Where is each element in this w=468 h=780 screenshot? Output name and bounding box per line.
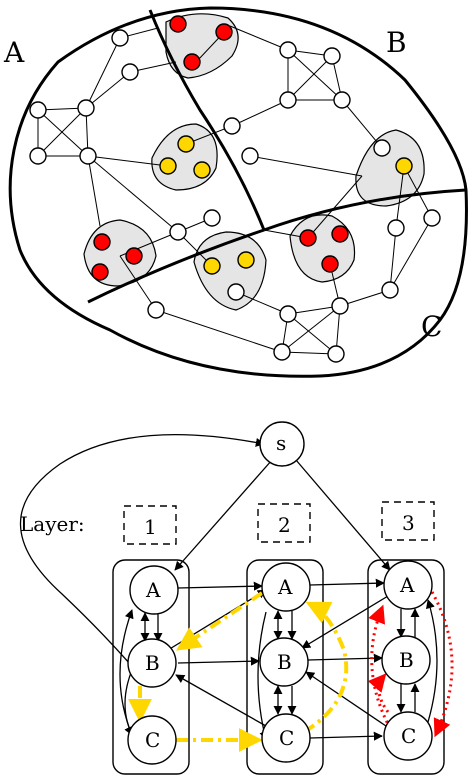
red-dotted-edges bbox=[367, 591, 454, 738]
region-label-a: A bbox=[3, 36, 25, 69]
top-network-diagram: A B C bbox=[3, 6, 468, 378]
network-nodes bbox=[29, 15, 441, 363]
red-nodes bbox=[91, 15, 349, 281]
layered-nodes: s A B C A B C A B C bbox=[127, 421, 433, 765]
layer-2-number-box bbox=[257, 503, 311, 543]
boundary-b-c bbox=[263, 188, 467, 232]
layer-3-number: 3 bbox=[402, 511, 415, 535]
layer-2-container bbox=[246, 559, 324, 775]
layer-1-number-box bbox=[123, 505, 177, 545]
layer-2-node-c bbox=[261, 713, 311, 763]
layer-2-node-a bbox=[261, 562, 311, 612]
layer-1-node-c bbox=[127, 715, 177, 765]
boundary-a-b bbox=[148, 9, 266, 231]
layer-2-number: 2 bbox=[278, 513, 291, 537]
layer-3-node-b-label: B bbox=[399, 648, 414, 672]
yellow-dashdot-edges bbox=[128, 591, 349, 752]
layer-3-node-a bbox=[383, 560, 433, 610]
yellow-nodes bbox=[159, 135, 413, 275]
layer-1-container bbox=[112, 559, 190, 775]
cluster-bottom-yellow bbox=[193, 231, 267, 311]
layer-1-node-a-label: A bbox=[145, 578, 161, 602]
layer-3-number-box bbox=[381, 501, 435, 541]
layer-1-node-c-label: C bbox=[145, 728, 160, 752]
layer-3-node-c-label: C bbox=[401, 724, 416, 748]
layer-2-node-b bbox=[259, 637, 309, 687]
layer-2-node-a-label: A bbox=[277, 575, 293, 599]
region-label-b: B bbox=[386, 26, 407, 59]
layer-2-node-c-label: C bbox=[279, 726, 294, 750]
black-edges bbox=[19, 434, 438, 741]
layer-1-node-b bbox=[127, 638, 177, 688]
cluster-right-yellow bbox=[355, 129, 425, 207]
region-boundaries bbox=[8, 6, 468, 378]
layer-caption: Layer: bbox=[20, 512, 85, 536]
white-nodes bbox=[29, 29, 441, 363]
layer-3-node-c bbox=[383, 711, 433, 761]
cluster-bottom-red bbox=[289, 214, 356, 283]
source-node bbox=[259, 421, 305, 467]
boundary-a-c bbox=[87, 228, 265, 304]
layer-1-node-b-label: B bbox=[145, 651, 160, 675]
layer-1-node-a bbox=[129, 565, 179, 615]
layered-graph-diagram: 1 2 3 Layer: bbox=[19, 421, 454, 775]
layer-3-node-a-label: A bbox=[399, 573, 415, 597]
outer-boundary bbox=[8, 6, 468, 378]
layer-3-node-b bbox=[381, 635, 431, 685]
layer-2-node-b-label: B bbox=[277, 650, 292, 674]
source-node-label: s bbox=[276, 431, 286, 455]
cluster-center-yellow bbox=[151, 123, 218, 191]
layer-1-number: 1 bbox=[144, 515, 157, 539]
layer-3-container bbox=[367, 559, 445, 775]
